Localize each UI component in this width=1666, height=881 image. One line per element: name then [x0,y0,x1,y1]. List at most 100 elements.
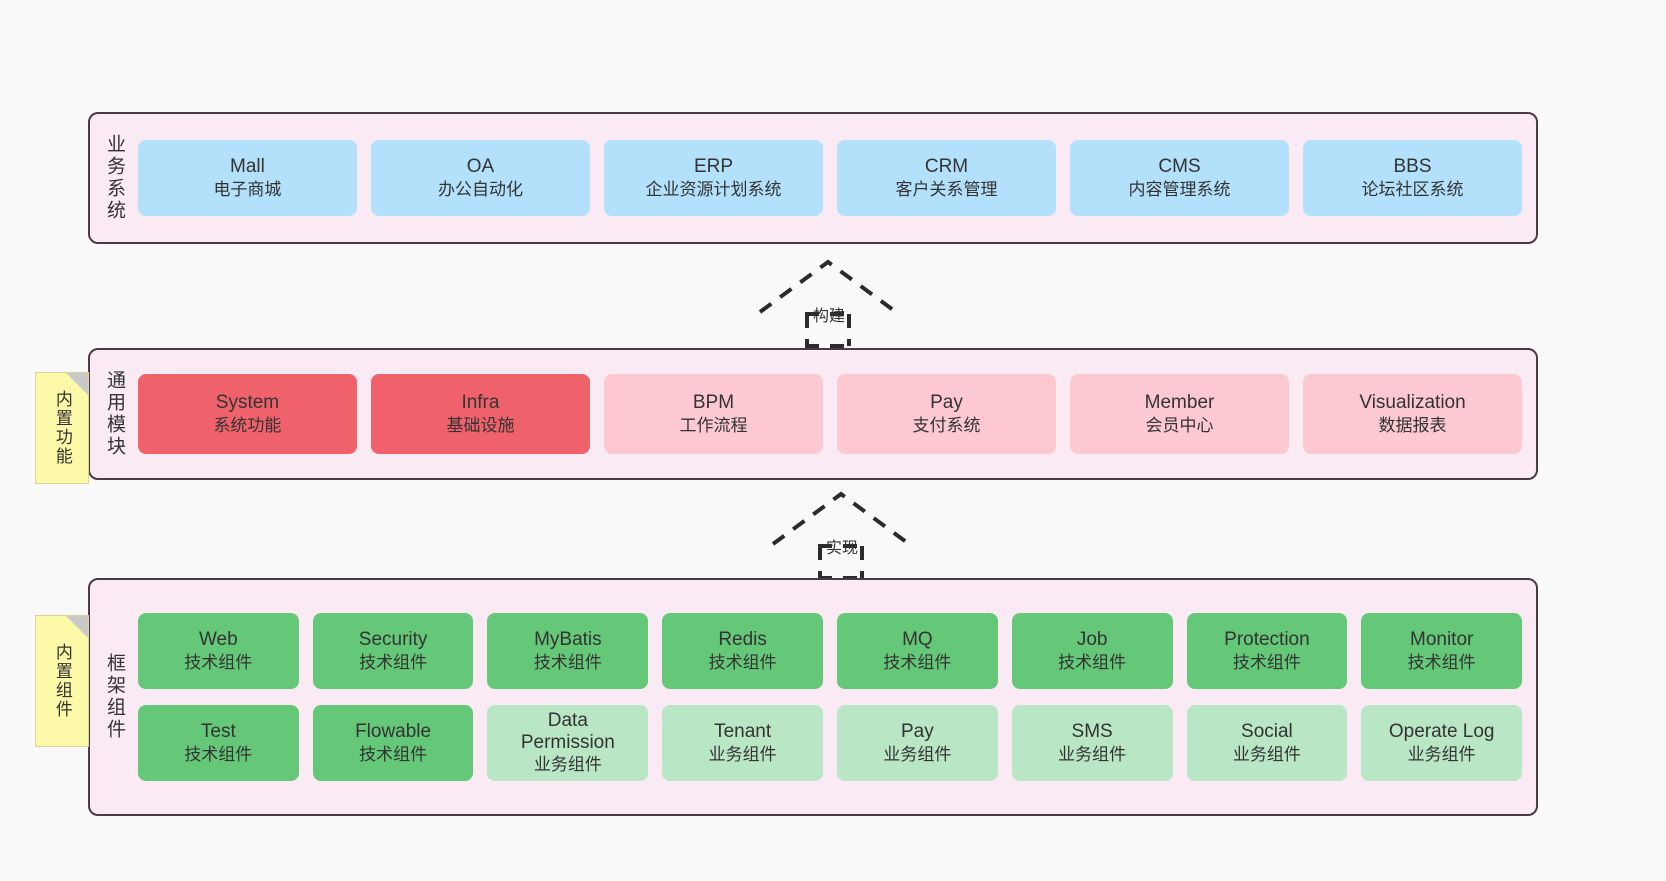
card-title-cn: 支付系统 [912,416,981,436]
card-monitor[interactable]: Monitor 技术组件 [1361,613,1523,689]
card-title-cn: 会员中心 [1145,416,1214,436]
card-erp[interactable]: ERP 企业资源计划系统 [603,140,823,216]
card-title-cn: 技术组件 [1232,653,1301,673]
card-title-en: Social [1241,720,1293,742]
card-bbs[interactable]: BBS 论坛社区系统 [1303,140,1523,216]
layer-common-modules: 通用模块 System 系统功能 Infra 基础设施 BPM 工作流程 Pay… [88,348,1538,480]
card-title-cn: 技术组件 [708,653,777,673]
card-title-en: Visualization [1359,391,1466,413]
card-operate-log[interactable]: Operate Log 业务组件 [1361,705,1523,781]
card-redis[interactable]: Redis 技术组件 [662,613,823,689]
card-title-en: Redis [718,628,767,650]
card-title-cn: 电子商城 [213,180,282,200]
layer-framework-components: 框架组件 Web 技术组件 Security 技术组件 MyBatis 技术组件… [88,578,1538,816]
card-web[interactable]: Web 技术组件 [137,613,299,689]
card-title-en: SMS [1071,720,1113,742]
card-title-cn: 系统功能 [213,416,282,436]
card-infra[interactable]: Infra 基础设施 [370,374,590,454]
card-visualization[interactable]: Visualization 数据报表 [1303,374,1523,454]
card-bpm[interactable]: BPM 工作流程 [603,374,823,454]
card-title-en: Job [1076,628,1108,650]
card-title-cn: 技术组件 [184,745,253,765]
connector-implement: 实现 [768,488,918,580]
card-sms[interactable]: SMS 业务组件 [1011,705,1173,781]
implement-arrowhead-dashed [771,491,911,546]
card-title-en: Test [200,720,236,742]
layer-title-business-systems: 业务系统 [103,134,125,222]
note-builtin-components[interactable]: 内置组件 [35,615,89,747]
card-title-cn: 业务组件 [883,745,952,765]
layer-body-framework-components: Web 技术组件 Security 技术组件 MyBatis 技术组件 Redi… [134,580,1536,814]
card-title-cn: 技术组件 [883,653,952,673]
layer-body-business-systems: Mall 电子商城 OA 办公自动化 ERP 企业资源计划系统 CRM 客户关系… [134,114,1536,242]
card-title-en: MQ [902,628,933,650]
connector-build: 构建 [755,256,905,348]
connector-build-label: 构建 [812,308,846,325]
card-crm[interactable]: CRM 客户关系管理 [836,140,1056,216]
note-builtin-features-label: 内置功能 [52,390,72,466]
framework-row-technical: Web 技术组件 Security 技术组件 MyBatis 技术组件 Redi… [137,613,1523,689]
card-title-cn: 技术组件 [184,653,253,673]
card-oa[interactable]: OA 办公自动化 [370,140,590,216]
card-title-en: BPM [692,391,735,413]
card-title-en: Security [358,628,428,650]
card-title-en: Infra [461,391,500,413]
layer-title-framework-components: 框架组件 [103,653,125,741]
card-title-cn: 技术组件 [359,653,428,673]
card-title-cn: 企业资源计划系统 [645,180,782,200]
note-fold-corner-icon [66,616,88,638]
card-title-en: CMS [1158,155,1201,177]
card-title-en: CRM [924,155,969,177]
card-title-cn: 办公自动化 [437,180,523,200]
card-title-en: Operate Log [1388,720,1495,742]
card-title-en: Web [198,628,238,650]
card-title-cn: 内容管理系统 [1128,180,1231,200]
card-title-cn: 技术组件 [1407,653,1476,673]
card-mall[interactable]: Mall 电子商城 [137,140,357,216]
card-title-en: Monitor [1410,628,1474,650]
card-title-en: ERP [693,155,734,177]
card-title-cn: 业务组件 [1232,745,1301,765]
card-title-cn: 技术组件 [359,745,428,765]
card-title-cn: 论坛社区系统 [1361,180,1464,200]
layer-body-common-modules: System 系统功能 Infra 基础设施 BPM 工作流程 Pay 支付系统… [134,350,1536,478]
card-title-en: Member [1144,391,1215,413]
card-mq[interactable]: MQ 技术组件 [837,613,998,689]
card-pay-component[interactable]: Pay 业务组件 [837,705,998,781]
card-title-cn: 业务组件 [708,745,777,765]
card-cms[interactable]: CMS 内容管理系统 [1070,140,1290,216]
card-data-permission[interactable]: Data Permission 业务组件 [487,705,649,781]
card-system[interactable]: System 系统功能 [137,374,357,454]
card-security[interactable]: Security 技术组件 [312,613,474,689]
note-builtin-features[interactable]: 内置功能 [35,372,89,484]
card-title-en: Tenant [714,720,772,742]
card-title-cn: 客户关系管理 [895,180,998,200]
card-pay-module[interactable]: Pay 支付系统 [836,374,1056,454]
card-flowable[interactable]: Flowable 技术组件 [312,705,474,781]
card-test[interactable]: Test 技术组件 [137,705,299,781]
card-tenant[interactable]: Tenant 业务组件 [662,705,823,781]
connector-implement-label: 实现 [825,540,859,557]
card-title-cn: 数据报表 [1378,416,1447,436]
card-title-en: BBS [1393,155,1432,177]
card-mybatis[interactable]: MyBatis 技术组件 [487,613,649,689]
card-title-cn: 技术组件 [1058,653,1127,673]
card-job[interactable]: Job 技术组件 [1011,613,1173,689]
card-social[interactable]: Social 业务组件 [1186,705,1348,781]
layer-business-systems: 业务系统 Mall 电子商城 OA 办公自动化 ERP 企业资源计划系统 CRM… [88,112,1538,244]
card-protection[interactable]: Protection 技术组件 [1186,613,1348,689]
layer-title-common-modules: 通用模块 [103,370,125,458]
card-title-cn: 业务组件 [1058,745,1127,765]
card-title-en: Pay [901,720,934,742]
card-member[interactable]: Member 会员中心 [1070,374,1290,454]
card-title-en: OA [466,155,495,177]
card-title-en: Pay [930,391,963,413]
card-title-en: MyBatis [534,628,602,650]
card-title-en: Data Permission [520,710,615,754]
card-title-cn: 工作流程 [679,416,748,436]
note-builtin-components-label: 内置组件 [52,643,72,719]
card-title-en: Flowable [355,720,432,742]
framework-row-business: Test 技术组件 Flowable 技术组件 Data Permission … [137,705,1523,781]
card-title-cn: 技术组件 [533,653,602,673]
